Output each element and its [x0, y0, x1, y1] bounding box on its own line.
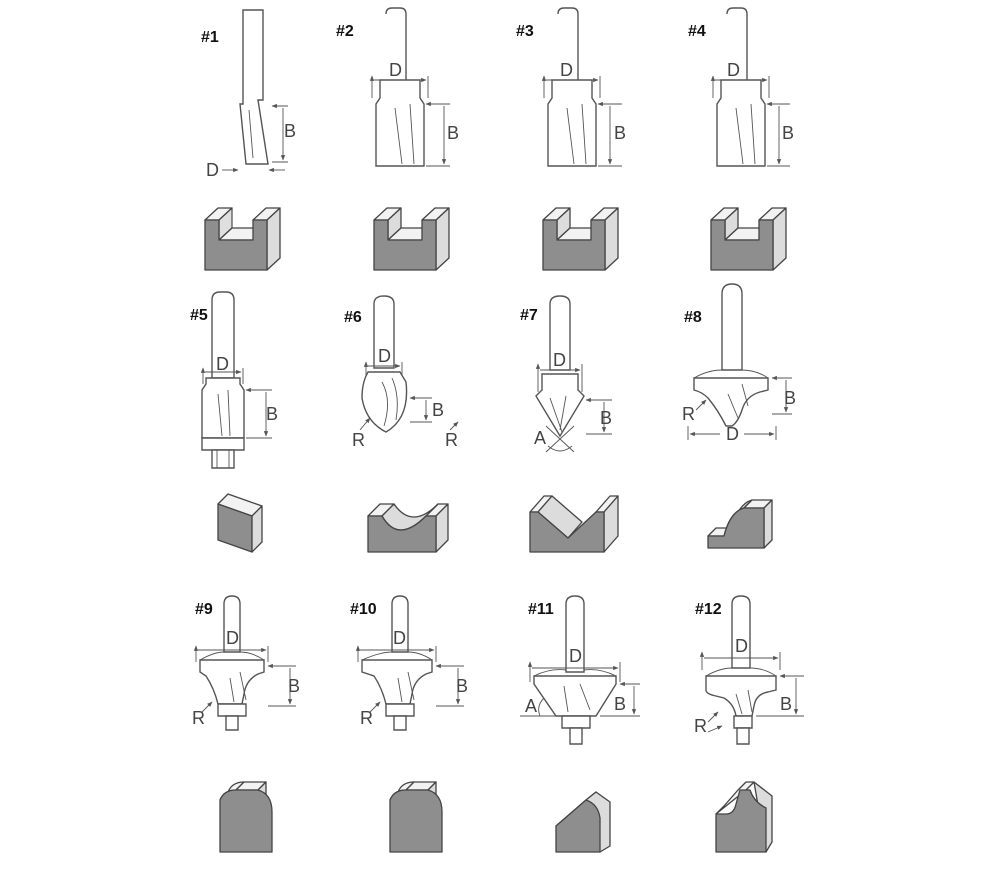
label-d: D: [553, 350, 566, 370]
bit-number: #4: [688, 23, 706, 40]
label-b: B: [614, 123, 626, 143]
bearing-nut: [393, 715, 407, 731]
label-b: B: [784, 388, 796, 408]
bit-4: #4 D B: [688, 7, 794, 167]
label-d: D: [226, 628, 239, 648]
bit-7: #7 D B A: [520, 295, 612, 453]
bit-8: #8 B R D: [682, 283, 796, 444]
label-r-2: R: [445, 430, 458, 450]
label-r: R: [352, 430, 365, 450]
bearing: [561, 715, 591, 729]
bearing-nut: [211, 449, 235, 469]
label-b: B: [456, 676, 468, 696]
bit-11: #11 D A B: [520, 595, 640, 745]
bit-12: #12 D B R: [694, 595, 804, 745]
profile-groove-4: [710, 207, 787, 271]
label-d: D: [206, 160, 219, 180]
profile-groove-2: [373, 207, 450, 271]
v-cutter: [535, 373, 585, 438]
label-d: D: [569, 646, 582, 666]
bit-number: #7: [520, 307, 538, 324]
label-b: B: [284, 121, 296, 141]
profile-ogee-step: [715, 781, 773, 853]
label-d: D: [393, 628, 406, 648]
label-b: B: [614, 694, 626, 714]
shank: [731, 595, 751, 669]
label-r: R: [192, 708, 205, 728]
bearing: [217, 703, 247, 717]
bit-10: #10 D B R: [350, 595, 468, 731]
profile-flush-trim: [217, 493, 263, 553]
straight-bit-shape: [375, 7, 425, 167]
bearing: [733, 715, 753, 729]
profile-groove-3: [542, 207, 619, 271]
profile-roundover-1: [219, 781, 273, 853]
label-b: B: [782, 123, 794, 143]
bit-number: #10: [350, 601, 377, 618]
label-a: A: [534, 428, 546, 448]
bit-number: #6: [344, 309, 362, 326]
straight-bit-shape: [239, 9, 269, 165]
roundover-cutter: [199, 659, 265, 705]
bearing: [201, 437, 245, 451]
label-d: D: [726, 424, 739, 444]
bit-number: #8: [684, 309, 702, 326]
cutter: [201, 377, 245, 439]
label-b: B: [600, 408, 612, 428]
label-d: D: [727, 60, 740, 80]
label-b: B: [780, 694, 792, 714]
label-r: R: [360, 708, 373, 728]
bit-number: #9: [195, 601, 213, 618]
bit-3: #3 D B: [516, 7, 626, 167]
profile-chamfer: [555, 791, 611, 853]
bit-number: #11: [528, 601, 554, 618]
profile-groove-1: [204, 207, 281, 271]
profile-roundover-2: [389, 781, 443, 853]
bearing-nut: [225, 715, 239, 731]
shank: [565, 595, 585, 673]
bit-2: #2 D B: [336, 7, 459, 167]
label-b: B: [266, 404, 278, 424]
chamfer-cutter: [533, 675, 617, 717]
label-d: D: [378, 346, 391, 366]
label-d: D: [389, 60, 402, 80]
straight-bit-shape: [547, 7, 597, 167]
bit-number: #3: [516, 23, 534, 40]
bit-number: #2: [336, 23, 354, 40]
shank: [549, 295, 571, 371]
label-d: D: [735, 636, 748, 656]
label-a: A: [525, 696, 537, 716]
shank: [391, 595, 409, 653]
bit-number: #12: [695, 601, 722, 618]
bearing-nut: [736, 727, 750, 745]
bit-number: #5: [190, 307, 208, 324]
profile-ogee: [707, 499, 773, 549]
label-d: D: [560, 60, 573, 80]
shank: [373, 295, 395, 369]
label-b: B: [288, 676, 300, 696]
ogee-cutter: [705, 675, 777, 717]
label-b: B: [432, 400, 444, 420]
bit-number: #1: [201, 29, 219, 46]
shank: [721, 283, 743, 371]
bit-5: #5 D B: [190, 291, 278, 469]
bit-9: #9 D B R: [192, 595, 300, 731]
straight-bit-shape: [716, 7, 766, 167]
bit-6: #6 D B R R: [344, 295, 459, 450]
bit-1: #1 B D: [201, 9, 296, 180]
label-d: D: [216, 354, 229, 374]
label-b: B: [447, 123, 459, 143]
bearing-nut: [569, 727, 583, 745]
profile-v-groove: [529, 495, 619, 553]
profile-cove: [367, 503, 449, 553]
shank: [211, 291, 235, 379]
round-nose-cutter: [361, 371, 408, 433]
bearing: [385, 703, 415, 717]
shank: [223, 595, 241, 653]
roundover-cutter: [361, 659, 433, 705]
label-r: R: [682, 404, 695, 424]
label-r: R: [694, 716, 707, 736]
